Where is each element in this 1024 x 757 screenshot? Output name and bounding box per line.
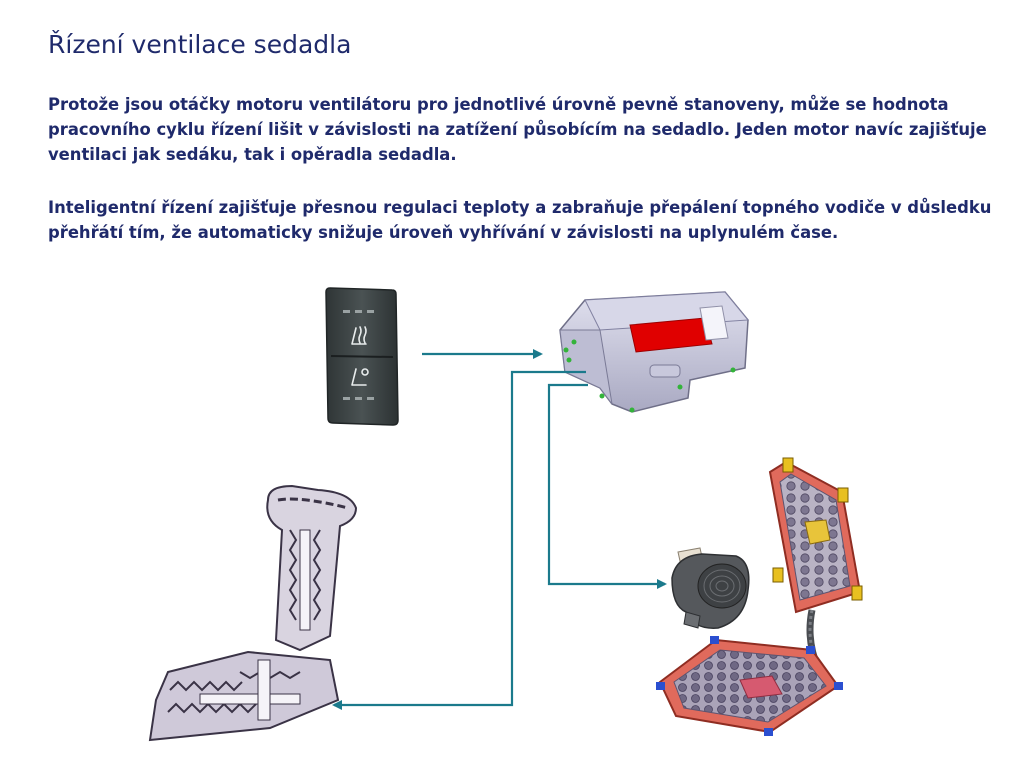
blower-fan-icon bbox=[671, 547, 750, 629]
seat-heating-element-icon bbox=[148, 484, 358, 742]
arrow-module-to-heating-element bbox=[332, 370, 586, 710]
paragraph-fan-control: Protože jsou otáčky motoru ventilátoru p… bbox=[48, 95, 987, 164]
arrow-module-to-blower bbox=[547, 383, 667, 589]
paragraph-intelligent-control: Inteligentní řízení zajišťuje přesnou re… bbox=[48, 198, 992, 242]
page-title: Řízení ventilace sedadla bbox=[48, 30, 352, 59]
seat-heat-ventilation-switch-icon bbox=[325, 287, 399, 426]
seat-ventilation-pads-icon bbox=[656, 457, 863, 736]
control-module-icon bbox=[559, 291, 750, 413]
